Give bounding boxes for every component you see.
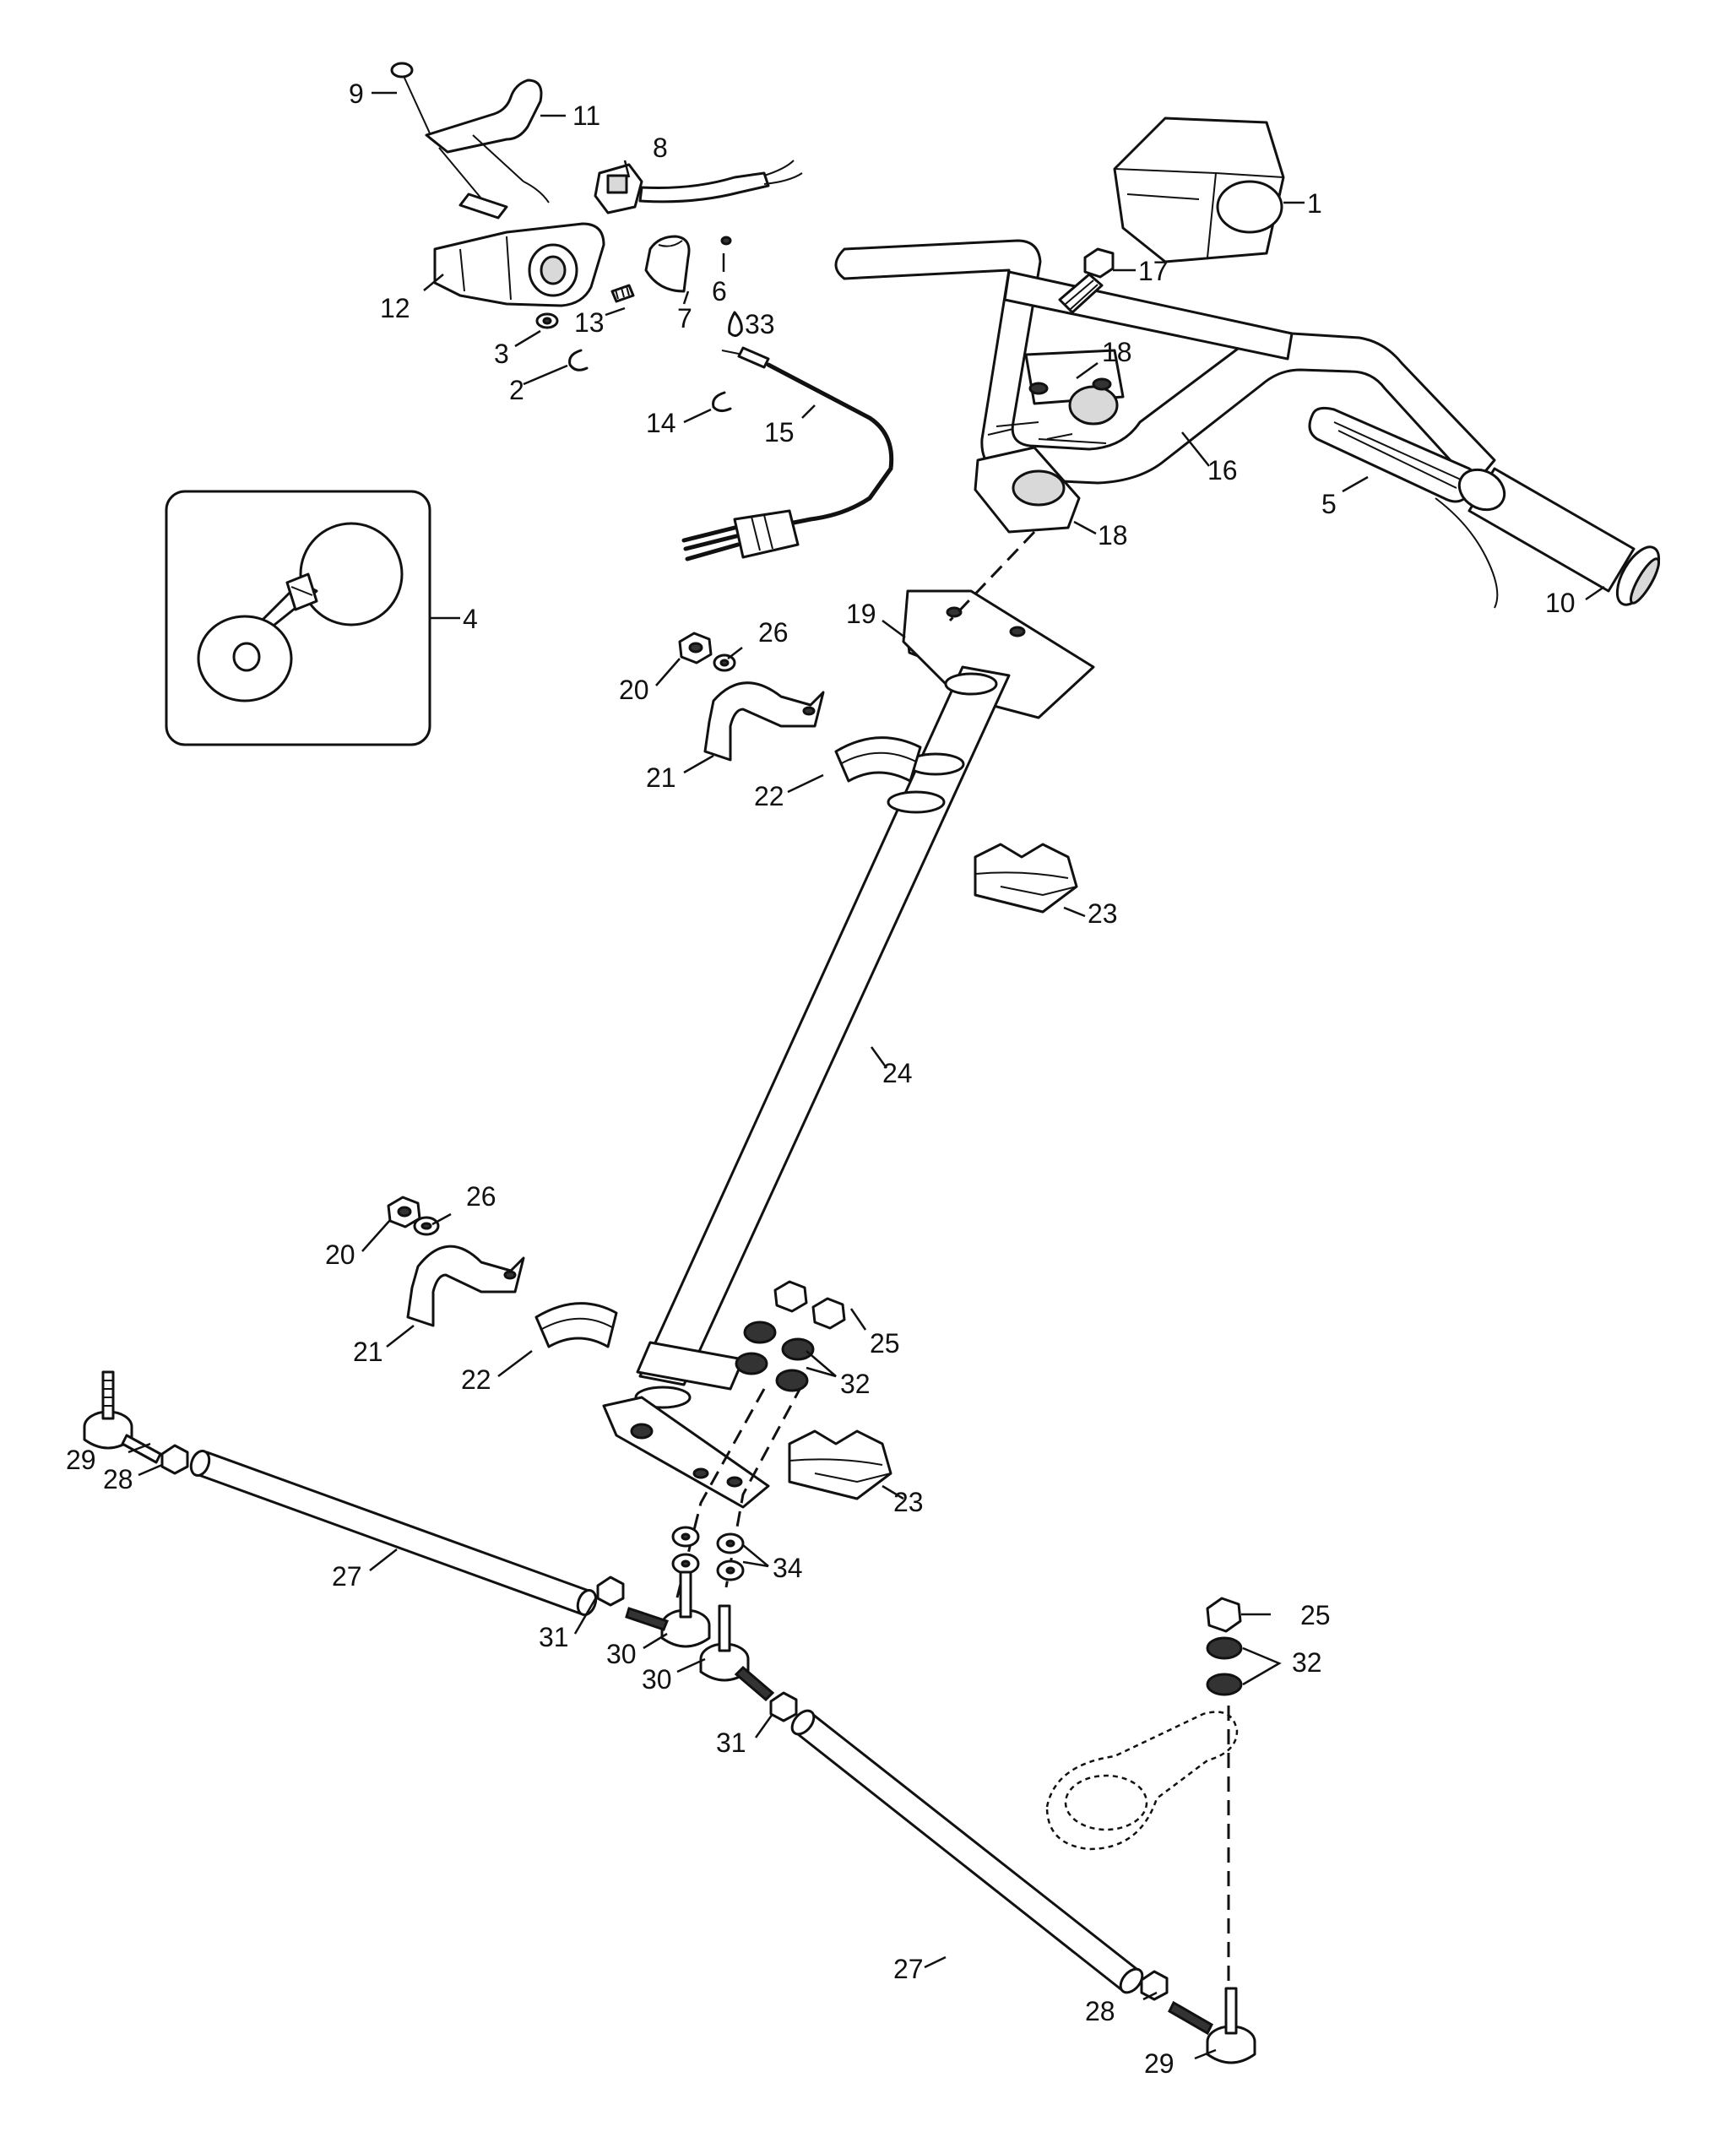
part-13-screw — [610, 284, 635, 303]
callout-27-right: 27 — [893, 1954, 924, 1984]
part-24-steering-column — [602, 589, 1095, 1509]
callout-20-lower: 20 — [325, 1239, 355, 1270]
part-29-ball-joint-right — [1168, 1987, 1256, 2064]
callout-12: 12 — [380, 293, 410, 323]
callout-31-right: 31 — [716, 1727, 746, 1758]
part-21-bracket-upper — [703, 681, 825, 762]
callout-2: 2 — [509, 375, 524, 405]
callout-10: 10 — [1545, 588, 1576, 618]
part-1-handlebar-cover — [1113, 117, 1285, 263]
part-25-nut-arm — [1206, 1597, 1242, 1633]
callout-26-upper: 26 — [758, 617, 789, 648]
part-17-bolt — [1058, 247, 1115, 314]
callout-3: 3 — [494, 339, 509, 369]
callout-32-arm: 32 — [1292, 1647, 1322, 1678]
callout-29-right: 29 — [1144, 2048, 1175, 2079]
part-27-tie-rod-right — [790, 1709, 1144, 1994]
part-23-block-upper — [974, 843, 1078, 914]
callout-28-right: 28 — [1085, 1996, 1115, 2026]
part-25-nuts-column — [773, 1280, 846, 1330]
part-29-ball-joint-left — [83, 1370, 162, 1464]
part-14-clip — [712, 391, 732, 413]
part-21-bracket-lower — [406, 1245, 525, 1327]
callout-26-lower: 26 — [466, 1181, 496, 1212]
part-31-nut-right — [769, 1691, 798, 1722]
callout-14: 14 — [646, 408, 676, 438]
callout-31-left: 31 — [539, 1622, 569, 1652]
part-10-grip — [1457, 467, 1661, 606]
callout-33: 33 — [745, 309, 775, 339]
callout-6: 6 — [712, 276, 727, 306]
callout-18-lower: 18 — [1098, 520, 1128, 551]
callout-5: 5 — [1321, 489, 1337, 519]
part-22-bushing-upper — [834, 736, 922, 783]
part-11-throttle-lever — [425, 79, 550, 220]
part-32-lockwashers-arm — [1206, 1636, 1243, 1696]
callout-23-upper: 23 — [1088, 898, 1118, 929]
part-26-washer-upper — [713, 654, 736, 672]
part-3-washer — [535, 312, 559, 329]
callout-23-lower: 23 — [893, 1487, 924, 1517]
callout-1: 1 — [1307, 188, 1322, 219]
callout-24: 24 — [882, 1058, 913, 1088]
callout-28-left: 28 — [103, 1464, 133, 1494]
part-18-lower-clamp — [974, 421, 1081, 534]
callout-30-left: 30 — [606, 1639, 637, 1669]
part-8-switch — [594, 160, 803, 214]
callout-8: 8 — [653, 133, 668, 163]
part-20-nut-upper — [678, 632, 713, 664]
callout-labels: 1 2 3 4 5 6 7 8 9 10 11 12 13 14 15 16 1… — [66, 79, 1576, 2079]
callout-21-lower: 21 — [353, 1337, 383, 1367]
part-22-bushing-lower — [534, 1302, 618, 1348]
part-31-nut-left — [596, 1576, 625, 1607]
part-27-tie-rod-left — [189, 1449, 598, 1617]
callout-25-column: 25 — [870, 1328, 900, 1359]
callout-29-left: 29 — [66, 1445, 96, 1475]
steering-arm-phantom — [1045, 1711, 1239, 1851]
part-15-throttle-cable — [681, 346, 894, 561]
callout-4: 4 — [463, 604, 478, 634]
callout-11: 11 — [572, 100, 600, 131]
part-28-nut-right — [1140, 1970, 1169, 2001]
callout-25-arm: 25 — [1300, 1600, 1331, 1630]
part-26-washer-lower — [413, 1216, 440, 1236]
part-34-washers — [671, 1526, 745, 1581]
callout-9: 9 — [349, 79, 364, 109]
part-7-boot — [644, 235, 691, 293]
part-18-upper-clamp — [1024, 349, 1125, 426]
callout-22-upper: 22 — [754, 781, 784, 811]
callout-27-left: 27 — [332, 1561, 362, 1592]
part-33-drop — [728, 311, 743, 337]
part-4-horn-inset — [165, 490, 431, 746]
callout-34: 34 — [773, 1553, 803, 1583]
part-30-ball-joint-right — [699, 1604, 775, 1702]
part-6-screw — [720, 236, 732, 246]
callout-18-upper: 18 — [1102, 337, 1132, 367]
part-12-throttle-housing — [433, 222, 605, 307]
callout-17: 17 — [1138, 256, 1169, 286]
part-28-nut-left — [160, 1444, 189, 1475]
callout-13: 13 — [574, 307, 605, 338]
callout-16: 16 — [1207, 455, 1238, 485]
callout-20-upper: 20 — [619, 675, 649, 705]
callout-32-column: 32 — [840, 1369, 871, 1399]
part-30-ball-joint-left — [625, 1570, 711, 1648]
part-2-clip — [568, 349, 589, 372]
callout-15: 15 — [764, 417, 795, 447]
callout-7: 7 — [677, 303, 692, 334]
leader-lines — [127, 91, 1605, 2060]
callout-19: 19 — [846, 599, 876, 629]
callout-22-lower: 22 — [461, 1364, 491, 1395]
callout-30-right: 30 — [642, 1664, 672, 1695]
part-32-lockwashers-column — [735, 1321, 815, 1392]
part-23-block-lower — [788, 1429, 892, 1500]
callout-21-upper: 21 — [646, 762, 676, 793]
part-9-pin — [390, 62, 431, 136]
